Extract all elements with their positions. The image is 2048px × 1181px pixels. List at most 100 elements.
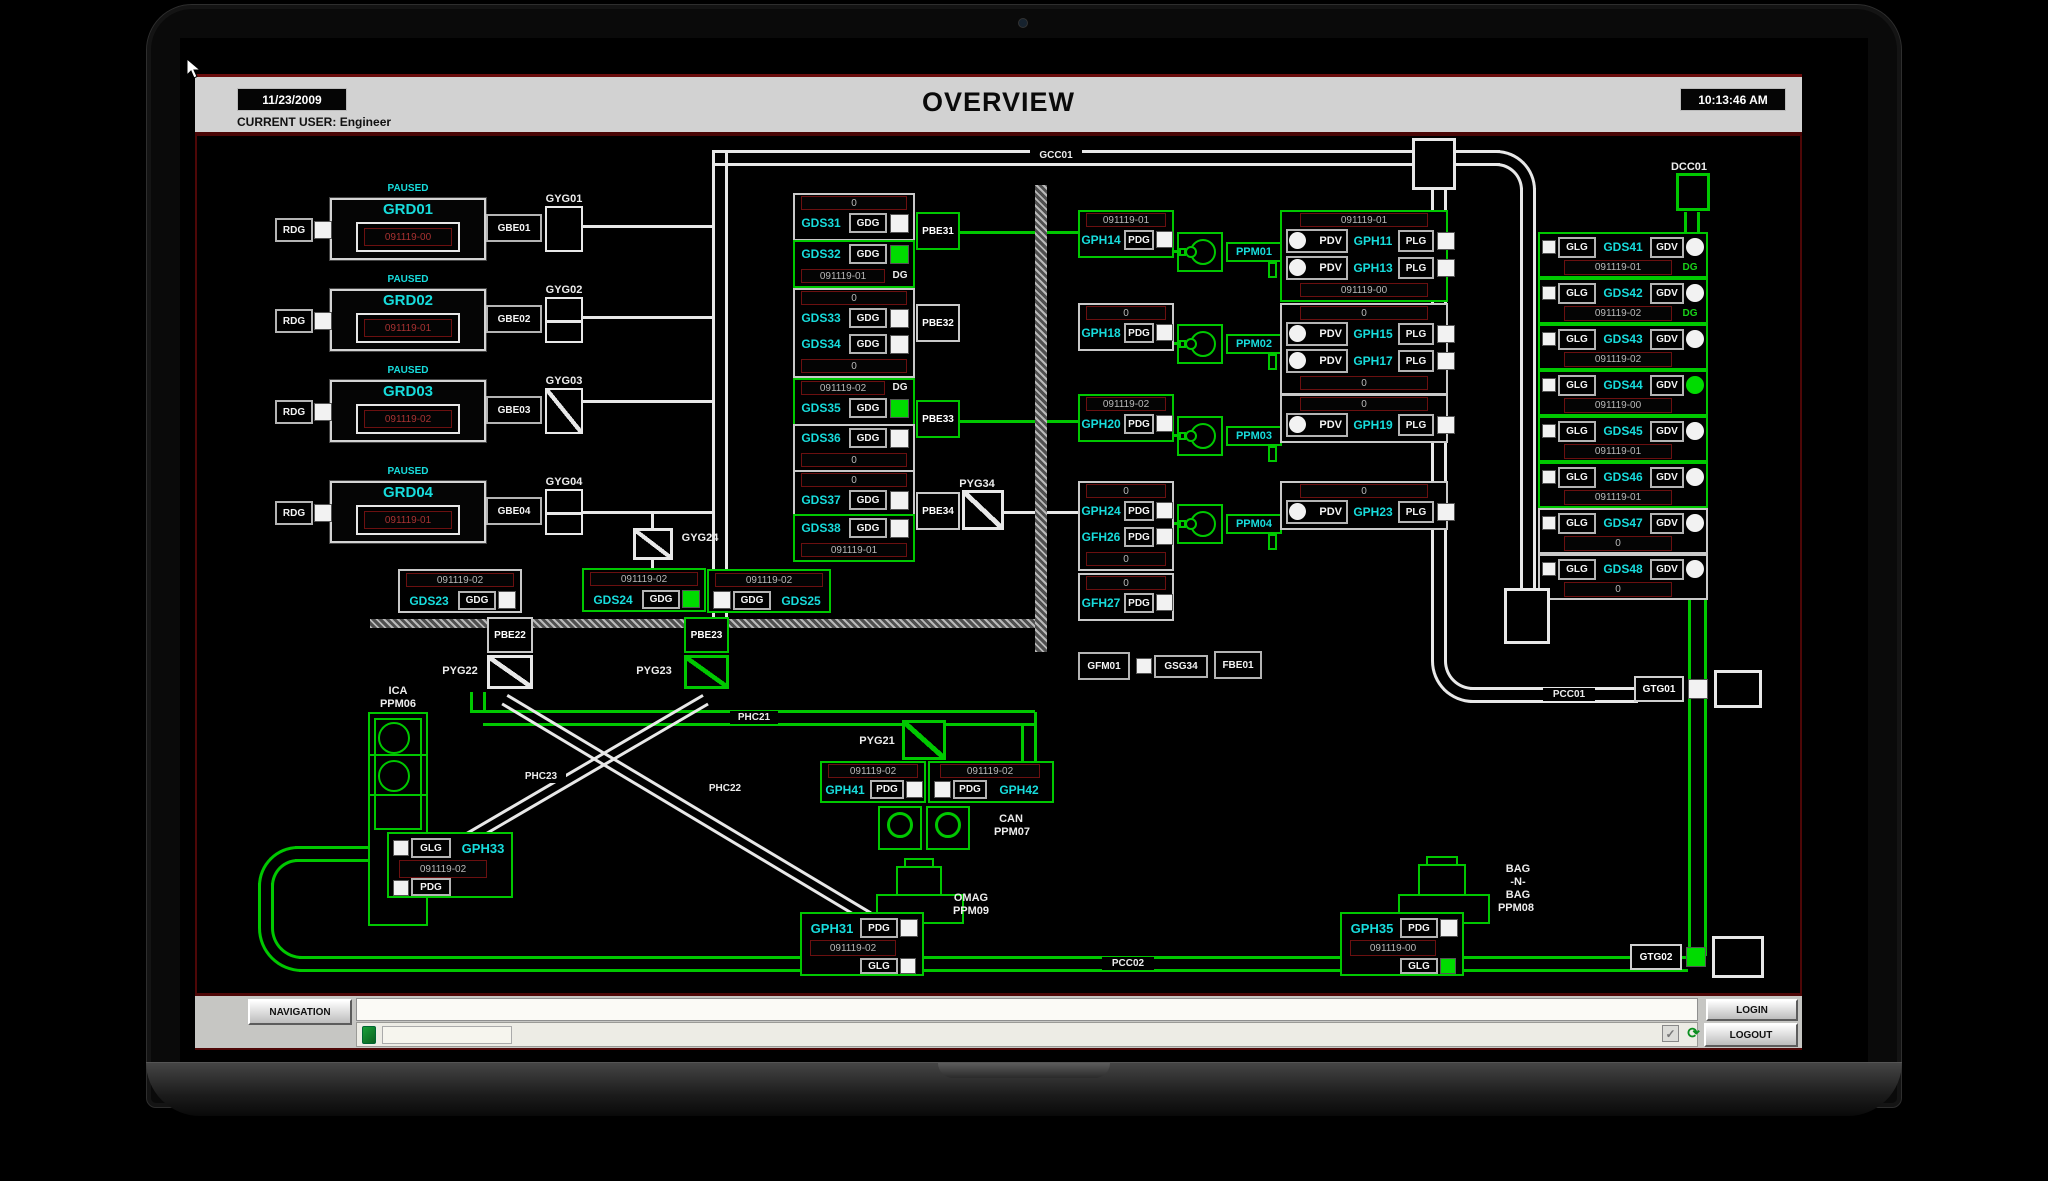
pyg-valve-pyg23[interactable]: [684, 655, 729, 689]
gdg-indicator[interactable]: [890, 491, 909, 510]
plg-indicator[interactable]: [1437, 416, 1455, 434]
gdv-tag[interactable]: GDV: [1650, 283, 1684, 304]
login-button[interactable]: LOGIN: [1706, 999, 1798, 1021]
plg-indicator[interactable]: [1437, 503, 1455, 521]
pdv-indicator[interactable]: [1289, 352, 1306, 369]
valve-pbe34[interactable]: [916, 492, 960, 530]
vessel-gcc[interactable]: [1412, 138, 1456, 190]
glg-tag[interactable]: GLG: [1558, 421, 1596, 442]
gdv-tag[interactable]: GDV: [1650, 467, 1684, 488]
glg-tag[interactable]: GLG: [1558, 329, 1596, 350]
plg-tag[interactable]: PLG: [1398, 230, 1434, 252]
pdg-tag[interactable]: PDG: [1124, 593, 1154, 613]
gbe-box-gbe02[interactable]: GBE02: [486, 305, 542, 333]
pump-label-ppm01[interactable]: PPM01: [1226, 242, 1282, 262]
rdg-indicator[interactable]: [314, 403, 332, 421]
gdv-indicator[interactable]: [1686, 284, 1704, 302]
gdv-indicator[interactable]: [1686, 468, 1704, 486]
gdg-tag[interactable]: GDG: [849, 213, 887, 233]
gdg-tag[interactable]: GDG: [733, 591, 771, 610]
gdg-tag[interactable]: GDG: [849, 308, 887, 328]
glg-indicator[interactable]: [1542, 470, 1556, 484]
gdv-tag[interactable]: GDV: [1650, 559, 1684, 580]
glg-indicator[interactable]: [1542, 562, 1556, 576]
nav-path-field[interactable]: [356, 998, 1698, 1021]
glg-indicator[interactable]: [1542, 332, 1556, 346]
gyg-valve-gyg24[interactable]: [633, 528, 673, 560]
pdg-indicator[interactable]: [1156, 415, 1173, 432]
pyg-valve-pyg21[interactable]: [902, 720, 946, 760]
gtg01-indicator[interactable]: [1688, 679, 1708, 699]
pdg-tag[interactable]: PDG: [870, 780, 904, 799]
valve-pbe31[interactable]: [916, 212, 960, 250]
gdv-tag[interactable]: GDV: [1650, 375, 1684, 396]
glg-tag[interactable]: GLG: [1558, 375, 1596, 396]
glg-indicator[interactable]: [393, 840, 409, 856]
pdv-indicator[interactable]: [1289, 259, 1306, 276]
pdg-indicator[interactable]: [906, 781, 923, 798]
gdg-indicator[interactable]: [890, 429, 909, 448]
gyg-valve-gyg02[interactable]: [545, 297, 583, 343]
pdv-indicator[interactable]: [1289, 232, 1306, 249]
valve-pbe23[interactable]: [684, 617, 729, 653]
gbe-box-gbe03[interactable]: GBE03: [486, 396, 542, 424]
pdg-indicator[interactable]: [1440, 919, 1458, 937]
glg-tag[interactable]: GLG: [1400, 958, 1438, 974]
gdg-indicator[interactable]: [890, 309, 909, 328]
gdg-tag[interactable]: GDG: [849, 398, 887, 418]
gdg-indicator[interactable]: [890, 399, 909, 418]
pdg-tag[interactable]: PDG: [1124, 230, 1154, 250]
plg-tag[interactable]: PLG: [1398, 257, 1434, 279]
glg-indicator[interactable]: [1542, 424, 1556, 438]
gtg02-indicator[interactable]: [1686, 947, 1706, 967]
rdg-tag-grd02[interactable]: RDG: [275, 309, 313, 333]
pyg-valve-pyg22[interactable]: [487, 655, 533, 689]
pdg-tag[interactable]: PDG: [860, 918, 898, 938]
rdg-indicator[interactable]: [314, 312, 332, 330]
plg-tag[interactable]: PLG: [1398, 350, 1434, 372]
gtg01-box[interactable]: GTG01: [1634, 676, 1684, 702]
glg-indicator[interactable]: [1542, 240, 1556, 254]
glg-indicator[interactable]: [900, 958, 916, 974]
plg-indicator[interactable]: [1437, 325, 1455, 343]
glg-indicator[interactable]: [1542, 516, 1556, 530]
gdg-tag[interactable]: GDG: [849, 334, 887, 354]
valve-pbe33[interactable]: [916, 400, 960, 438]
pdg-tag[interactable]: PDG: [1124, 501, 1154, 521]
gdg-tag[interactable]: GDG: [849, 490, 887, 510]
nav-input[interactable]: [382, 1026, 512, 1044]
gdv-indicator[interactable]: [1686, 422, 1704, 440]
glg-indicator[interactable]: [1542, 286, 1556, 300]
plg-indicator[interactable]: [1437, 232, 1455, 250]
gdv-tag[interactable]: GDV: [1650, 513, 1684, 534]
logout-button[interactable]: LOGOUT: [1704, 1023, 1798, 1047]
valve-pbe22[interactable]: [487, 617, 533, 653]
gyg-valve-gyg04[interactable]: [545, 489, 583, 535]
gdg-tag[interactable]: GDG: [458, 591, 496, 610]
pdg-indicator[interactable]: [393, 880, 409, 896]
pdg-indicator[interactable]: [1156, 231, 1173, 248]
valve-pbe32[interactable]: [916, 304, 960, 342]
vessel-glg-header[interactable]: [1504, 588, 1550, 644]
gbe-box-gbe04[interactable]: GBE04: [486, 497, 542, 525]
pdg-tag[interactable]: PDG: [411, 878, 451, 896]
fbe01-box[interactable]: FBE01: [1214, 651, 1262, 679]
gdg-indicator[interactable]: [890, 335, 909, 354]
rdg-indicator[interactable]: [314, 221, 332, 239]
pdv-indicator[interactable]: [1289, 325, 1306, 342]
gdv-indicator[interactable]: [1686, 514, 1704, 532]
gyg-valve-gyg03[interactable]: [545, 388, 583, 434]
pump-label-ppm03[interactable]: PPM03: [1226, 426, 1282, 446]
gdg-indicator[interactable]: [498, 591, 516, 609]
glg-tag[interactable]: GLG: [1558, 467, 1596, 488]
vessel-gtg01[interactable]: [1714, 670, 1762, 708]
pdg-tag[interactable]: PDG: [1124, 527, 1154, 547]
gfm01-box[interactable]: GFM01: [1078, 652, 1130, 680]
vessel-dcc01[interactable]: [1676, 173, 1710, 211]
glg-indicator[interactable]: [1440, 958, 1456, 974]
gdv-indicator[interactable]: [1686, 560, 1704, 578]
gyg-valve-gyg01[interactable]: [545, 206, 583, 252]
pdg-indicator[interactable]: [1156, 594, 1173, 611]
gdg-indicator[interactable]: [890, 245, 909, 264]
pdg-indicator[interactable]: [900, 919, 918, 937]
